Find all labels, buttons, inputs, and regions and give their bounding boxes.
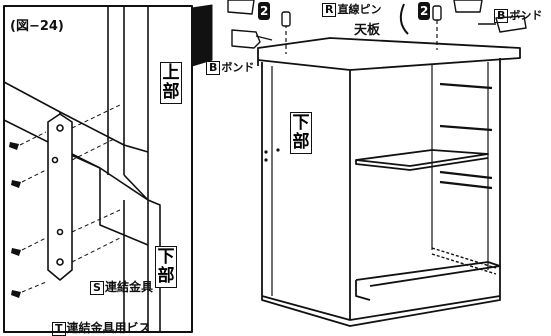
- board-detail: [3, 81, 149, 246]
- detail-view: [3, 4, 213, 333]
- cabinet-view: [227, 0, 527, 327]
- detail-leader: [191, 4, 213, 67]
- bracket-code: S: [90, 281, 104, 295]
- connecting-bracket-s: [47, 113, 73, 281]
- carcass: [261, 58, 501, 327]
- position-top-char-2: 部: [162, 82, 180, 102]
- cabinet-position-char-1: 下: [292, 113, 310, 133]
- bracket-text: 連結金具: [104, 280, 153, 294]
- dowels: [281, 5, 442, 27]
- shelf-pins: [439, 82, 493, 190]
- cabinet-position-char-2: 部: [292, 132, 310, 152]
- bond-text-right: ボンド: [509, 9, 543, 22]
- dowel-code: R: [322, 3, 337, 17]
- fixed-shelf: [355, 149, 489, 171]
- drawer-rail: [431, 247, 497, 275]
- bond-code-right: B: [494, 9, 509, 23]
- cabinet-position-label: 下 部: [290, 112, 312, 154]
- figure-number: (図−24): [10, 19, 64, 34]
- screw-text: 連結金具用ビス: [66, 321, 151, 335]
- position-bottom-char-1: 下: [157, 247, 175, 267]
- bottle-mark-right: 2: [418, 2, 431, 20]
- position-top-char-1: 上: [162, 63, 180, 83]
- bottom-board: [355, 261, 501, 301]
- dowel-text: 直線ピン: [337, 3, 382, 16]
- position-bottom-label: 下 部: [155, 246, 177, 288]
- bond-text-left: ボンド: [221, 61, 255, 74]
- position-bottom-char-2: 部: [157, 266, 175, 286]
- detail-frame: [3, 5, 193, 333]
- bond-code-left: B: [206, 61, 221, 75]
- position-top-label: 上 部: [160, 62, 182, 104]
- glue-bottles: [227, 0, 527, 49]
- screws-t: [9, 103, 123, 298]
- top-board: [257, 37, 521, 76]
- inner-right-wall: [431, 62, 489, 270]
- side-panel-detail: [107, 6, 149, 332]
- screw-code: T: [52, 322, 66, 336]
- lower-post: [123, 199, 161, 332]
- bottle-mark-left: 2: [258, 2, 271, 20]
- top-board-label: 天板: [354, 23, 381, 38]
